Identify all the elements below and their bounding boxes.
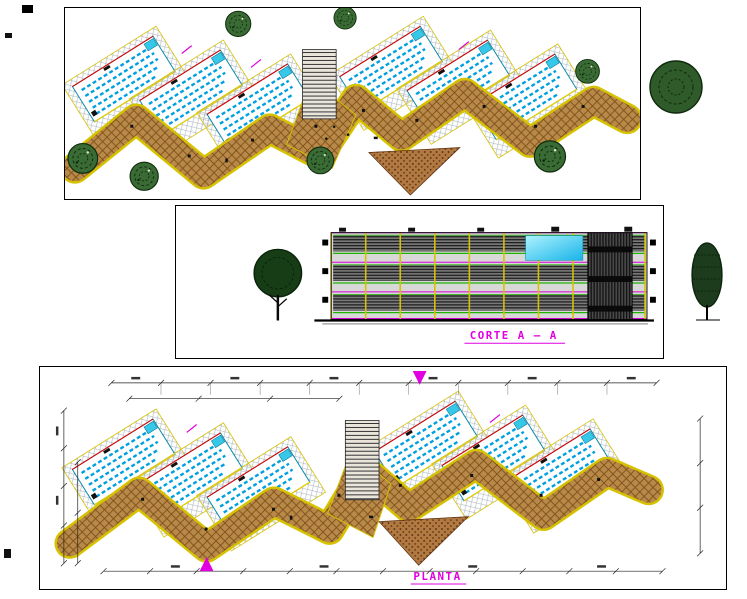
section-cut-arrow-bottom [199,557,214,572]
plan-furniture-marks [141,474,601,531]
glass-highlight [525,235,584,261]
plan-title: PLANTA [413,570,461,583]
tree-icon [225,10,252,37]
site-plan-panel [64,7,641,200]
dimension-lines [60,379,704,575]
ground-line [314,319,654,325]
tree-icon [649,60,703,114]
tree-icon [575,58,600,84]
pine-tree-icon [691,242,723,321]
tree-icon [67,142,99,174]
gravel-area [378,516,470,566]
site-plan-drawing [65,8,640,196]
floor-plan-panel: PLANTA [39,366,727,590]
elevation-tree-left [253,248,303,321]
floor-plan-drawing: PLANTA [54,370,704,585]
site-walkway [65,77,640,190]
gravel-area [368,147,461,196]
section-drawing: CORTE A — A [253,226,656,344]
section-cut-arrow-top [412,370,427,385]
section-panel: CORTE A — A [175,205,664,359]
plan-label: PLANTA [410,570,467,585]
tree-icon [129,161,159,191]
dimension-text-marks [55,376,636,568]
section-title: CORTE A — A [470,329,558,342]
tree-icon [533,140,567,173]
tree-icon [333,8,357,30]
site-ramp-accents [181,41,470,68]
elevation-building [322,226,656,320]
balcony-marks [322,239,656,303]
roof-marks [339,226,633,232]
plan-stairs [344,420,380,501]
site-furniture-marks [130,104,585,163]
plan-ramp-accents [186,414,501,433]
site-stairs [302,49,337,120]
elevation-core [587,232,633,320]
tree-icon [306,146,335,175]
section-label: CORTE A — A [464,329,566,344]
plot-marks [4,5,33,558]
